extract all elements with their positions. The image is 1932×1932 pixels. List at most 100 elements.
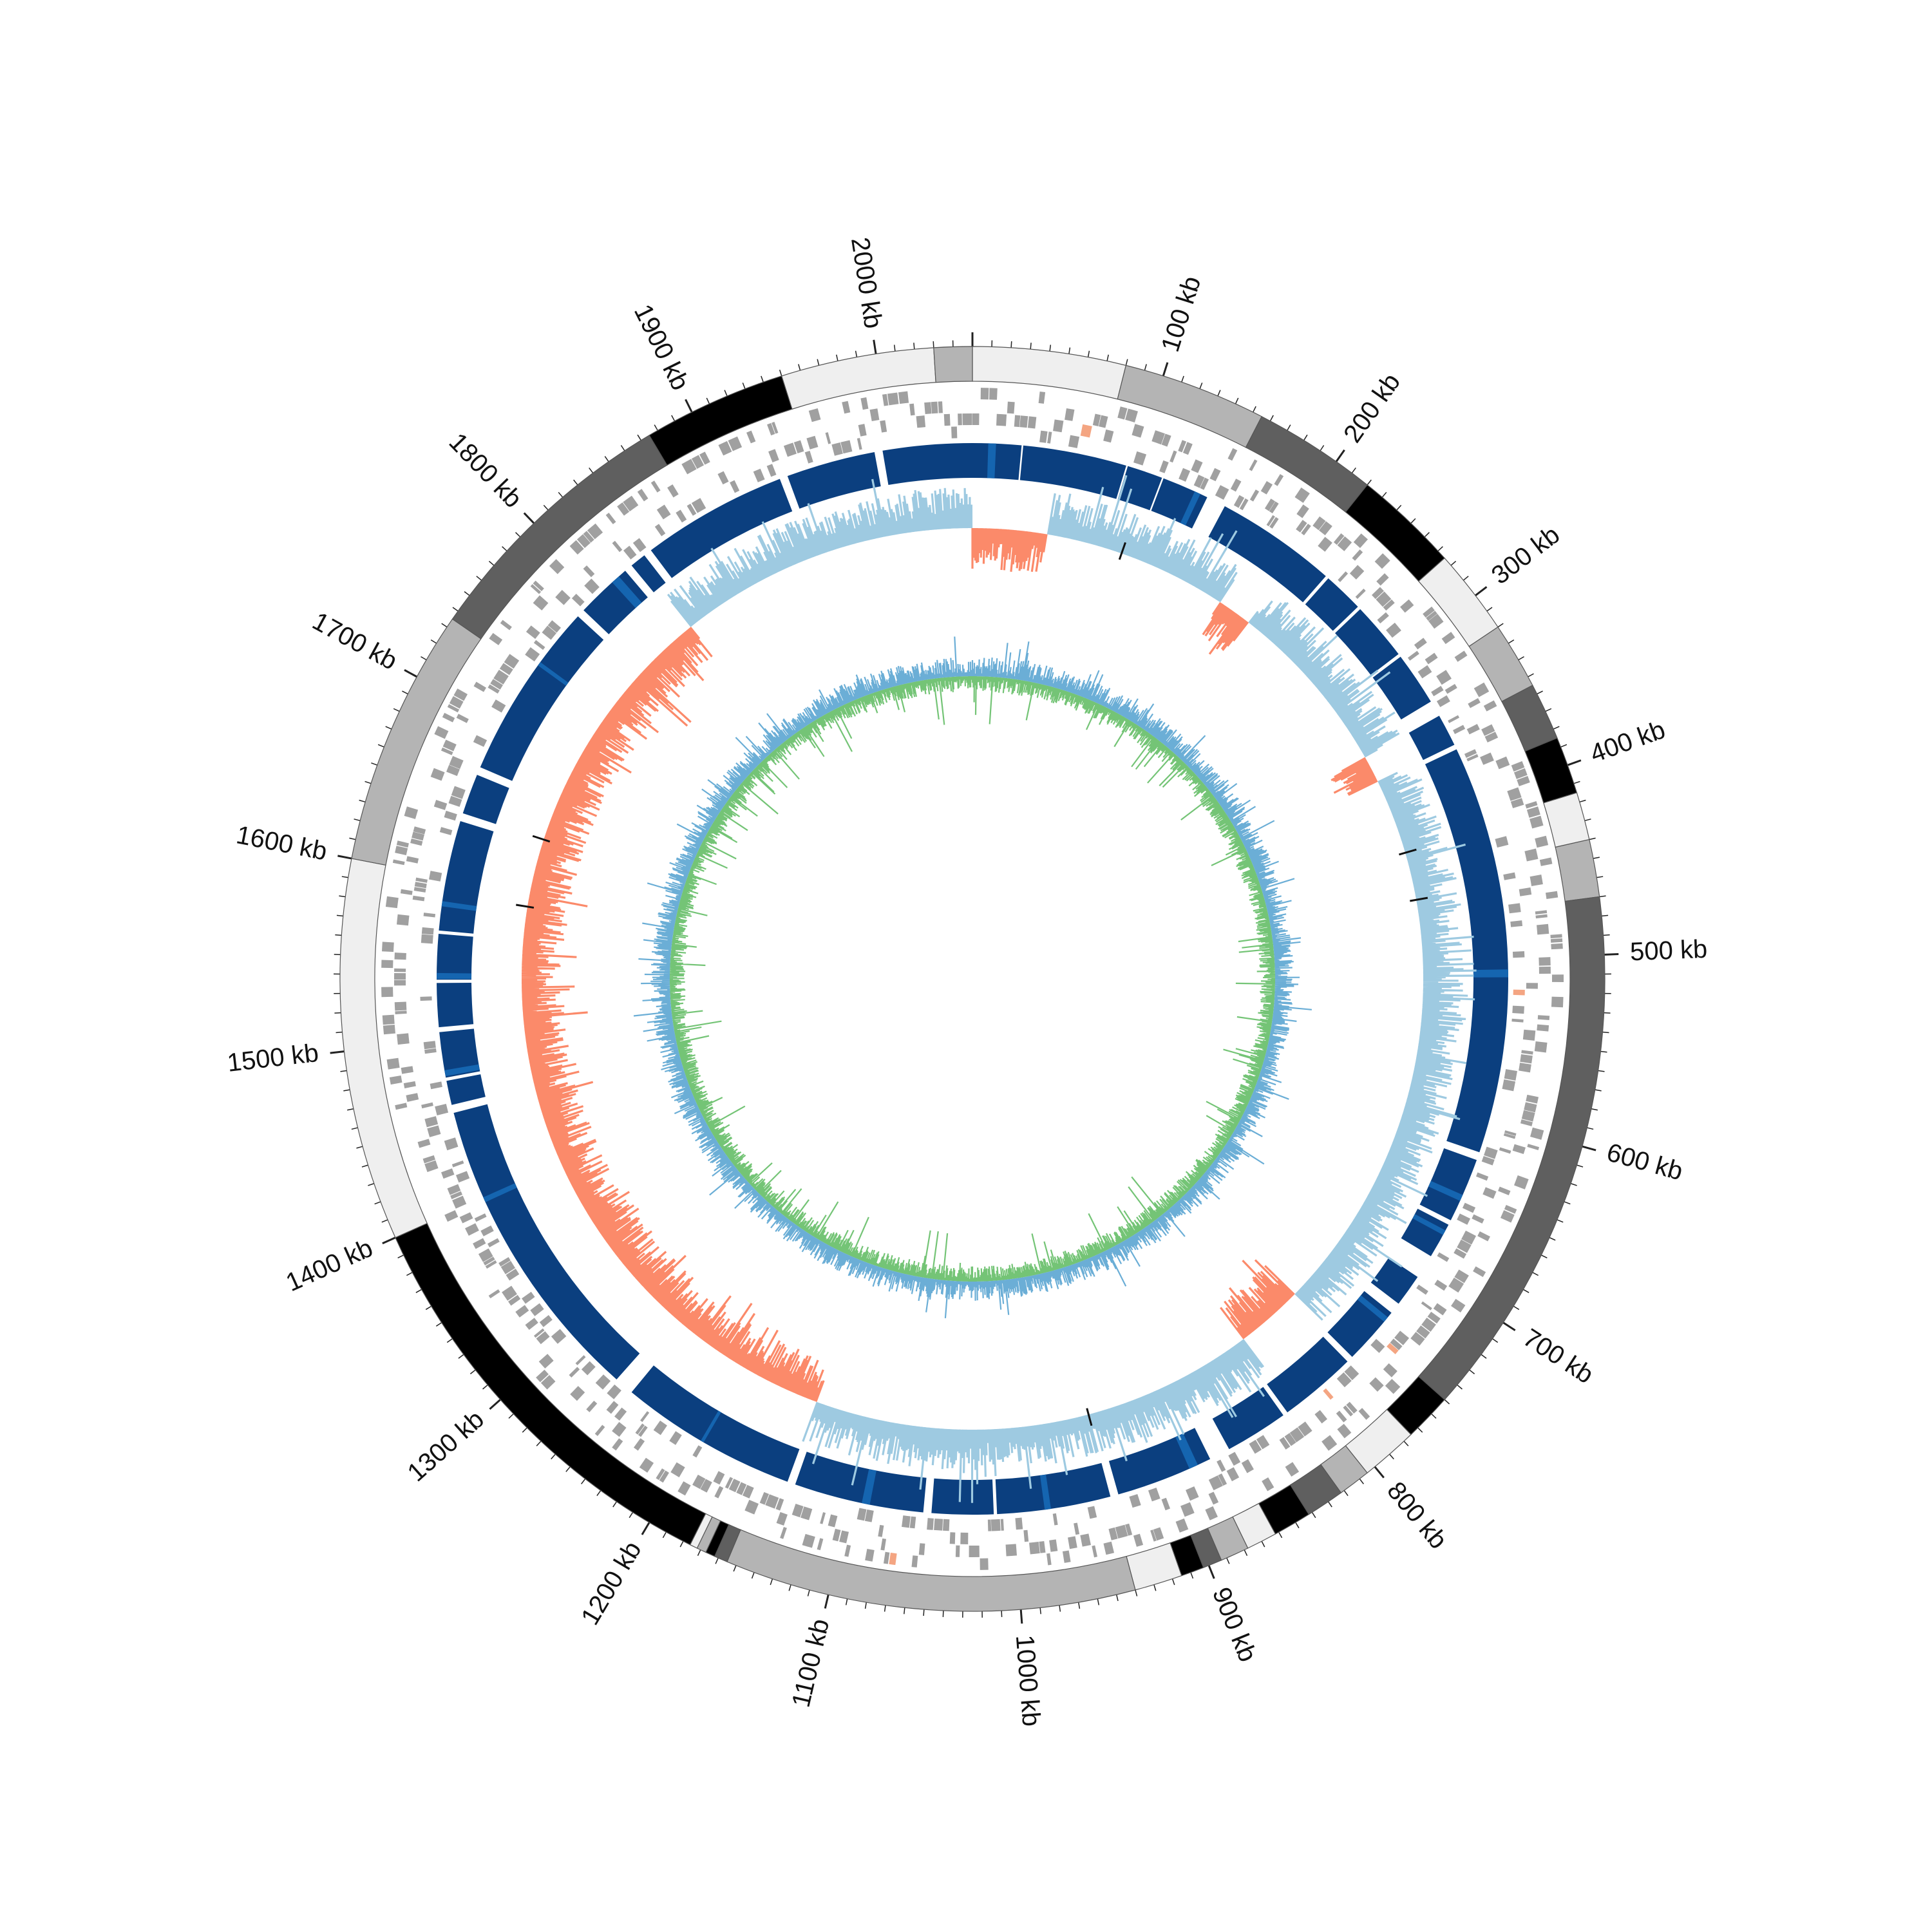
synteny-block	[439, 1028, 480, 1078]
minor-tick	[1068, 347, 1071, 354]
cds-feature	[918, 1543, 925, 1555]
gc-below-average	[521, 527, 1378, 1402]
cds-feature	[1150, 1530, 1157, 1542]
synteny-block	[650, 478, 793, 578]
minor-tick	[1359, 1478, 1364, 1484]
cds-feature	[525, 1318, 538, 1331]
contig-segment	[1345, 484, 1445, 582]
cds-feature	[1535, 910, 1548, 914]
minor-tick	[589, 468, 594, 473]
gc-highlight-mark	[532, 835, 551, 843]
cds-feature	[1376, 591, 1392, 607]
cds-feature	[606, 1401, 619, 1414]
cds-feature	[1534, 1041, 1548, 1053]
minor-tick	[864, 1602, 867, 1609]
cds-feature	[1466, 753, 1479, 762]
cds-feature	[1546, 891, 1558, 899]
synteny-block	[631, 1365, 800, 1482]
cds-feature	[1416, 1284, 1428, 1295]
cds-feature	[1260, 480, 1273, 495]
cds-feature	[536, 1369, 549, 1383]
cds-feature	[654, 524, 666, 536]
minor-tick	[558, 491, 564, 498]
cds-feature	[1495, 756, 1510, 770]
cds-feature	[1151, 430, 1165, 445]
synteny-block	[1401, 1208, 1449, 1256]
minor-tick	[1116, 1594, 1119, 1602]
cds-feature	[623, 545, 637, 560]
minor-tick	[1010, 341, 1012, 348]
minor-tick	[340, 1070, 347, 1072]
minor-tick	[1226, 1557, 1230, 1564]
cds-feature	[1480, 752, 1494, 765]
minor-tick	[1235, 397, 1239, 404]
cds-feature	[857, 1508, 867, 1521]
cds-feature	[1527, 1144, 1540, 1151]
minor-tick	[1557, 1219, 1564, 1223]
cds-feature	[594, 1425, 605, 1436]
minor-tick	[1457, 1385, 1463, 1390]
cds-feature	[1426, 611, 1437, 621]
cds-feature	[448, 795, 462, 807]
minor-tick	[1199, 383, 1203, 389]
minor-tick	[402, 690, 408, 695]
cds-feature	[485, 1260, 497, 1269]
cds-feature	[530, 583, 542, 594]
cds-feature	[1065, 408, 1075, 421]
cds-feature	[1349, 565, 1365, 580]
cds-feature	[508, 1294, 521, 1306]
cds-feature	[586, 1400, 598, 1412]
tick-label: 100 kb	[1156, 273, 1206, 355]
minor-tick	[1523, 1289, 1530, 1293]
major-tick	[641, 1522, 650, 1535]
cds-feature	[394, 952, 406, 960]
cds-feature	[717, 471, 729, 485]
cds-feature	[1503, 872, 1516, 880]
cds-feature	[1215, 485, 1229, 500]
cds-feature	[832, 1528, 841, 1542]
minor-tick	[1106, 354, 1109, 361]
cds-feature	[1526, 806, 1540, 818]
minor-tick	[679, 1540, 684, 1548]
cds-feature	[1133, 451, 1147, 466]
synteny-block	[436, 933, 473, 980]
cds-feature	[394, 1001, 407, 1011]
synteny-insert	[701, 1410, 721, 1443]
cds-feature	[681, 459, 697, 475]
synteny-insert	[1357, 1295, 1388, 1322]
minor-tick	[1059, 1605, 1061, 1612]
minor-tick	[377, 744, 384, 748]
minor-tick	[770, 1578, 773, 1586]
cds-feature	[446, 764, 460, 776]
cds-feature	[1502, 1079, 1516, 1092]
cds-feature	[1000, 1519, 1004, 1531]
minor-tick	[1584, 819, 1591, 822]
minor-tick	[406, 1272, 413, 1276]
minor-tick	[351, 1127, 358, 1130]
cds-feature	[440, 747, 453, 755]
cds-feature	[587, 523, 603, 540]
tick-label: 1300 kb	[402, 1405, 490, 1488]
cds-feature	[714, 1486, 724, 1499]
cds-feature	[1427, 1311, 1441, 1324]
cds-feature	[1504, 1130, 1517, 1136]
cds-feature	[804, 451, 813, 464]
cds-feature	[1068, 435, 1080, 448]
synteny-block	[631, 555, 666, 592]
cds-feature	[650, 480, 661, 493]
cds-feature	[555, 589, 571, 605]
cds-feature	[394, 980, 406, 986]
minor-tick	[761, 375, 764, 383]
tick-label: 900 kb	[1207, 1584, 1262, 1666]
cds-feature	[1466, 724, 1480, 735]
minor-tick	[742, 383, 746, 389]
cds-feature	[1457, 1239, 1472, 1253]
cds-feature	[1005, 1544, 1017, 1557]
minor-tick	[1602, 1031, 1609, 1034]
cds-feature	[667, 484, 679, 498]
cds-feature	[1178, 440, 1187, 453]
cds-feature	[969, 1545, 980, 1557]
minor-tick	[1513, 1305, 1520, 1311]
minor-tick	[1303, 434, 1308, 441]
cds-feature	[1068, 1536, 1077, 1549]
